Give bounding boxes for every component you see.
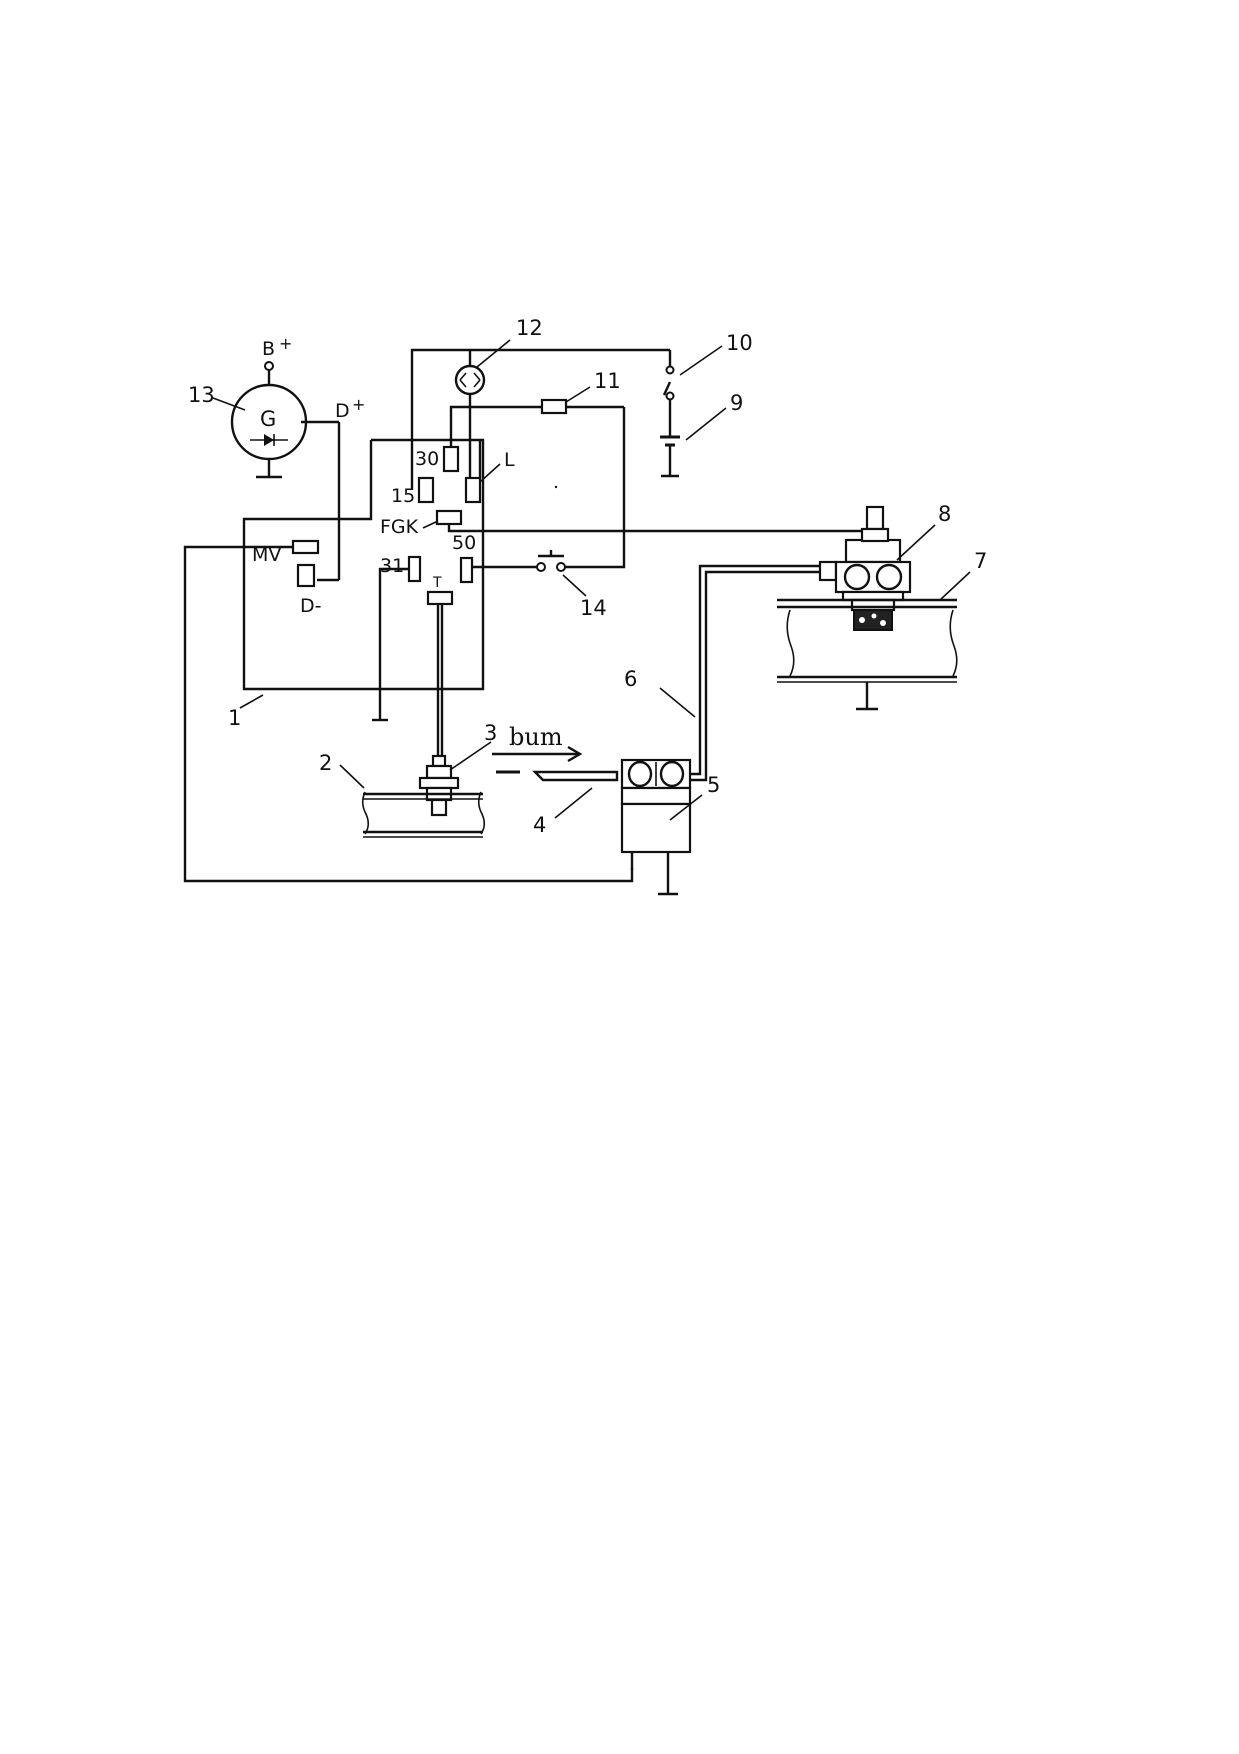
terminal-fgk: [435, 509, 463, 526]
label-6: 6: [624, 667, 637, 691]
exhaust-pipe: [777, 598, 958, 711]
label-15: 15: [391, 485, 415, 507]
leader-6: [659, 687, 696, 718]
label-t: T: [432, 575, 442, 591]
leader-4: [554, 787, 593, 819]
sensor: [418, 754, 460, 817]
terminal-31: [407, 555, 422, 583]
label-fgk: FGK: [380, 516, 419, 538]
label-1: 1: [228, 706, 241, 730]
terminal-50: [459, 556, 474, 584]
terminal-30: [442, 445, 460, 473]
label-30: 30: [415, 448, 439, 470]
label-11: 11: [594, 369, 621, 393]
leader-3: [449, 741, 492, 771]
b-plus-label: B: [262, 338, 275, 360]
control-unit-outline: [242, 438, 485, 691]
svg-text:+: +: [352, 395, 365, 414]
leader-2: [339, 764, 365, 789]
leader-5: [669, 794, 703, 821]
svg-text:+: +: [279, 334, 292, 353]
inlet-tube: [532, 770, 619, 782]
label-d-minus: D-: [300, 595, 322, 617]
terminal-mv: [291, 539, 320, 555]
ignition-switch: [662, 381, 672, 396]
leader-14: [562, 574, 587, 597]
label-50: 50: [452, 532, 476, 554]
leader-7: [939, 571, 971, 601]
leader-9: [685, 407, 727, 441]
injection-valve: [818, 505, 912, 631]
label-10: 10: [726, 331, 753, 355]
leader-11: [565, 386, 591, 403]
label-3: 3: [484, 721, 497, 745]
label-7: 7: [974, 549, 987, 573]
generator-symbol: G: [260, 407, 276, 431]
leader-13: [212, 397, 246, 411]
label-31: 31: [380, 555, 404, 577]
pipe: [361, 791, 486, 838]
d-plus-label: D: [335, 400, 350, 422]
arrow-label: bum: [509, 723, 563, 751]
label-13: 13: [188, 383, 215, 407]
hose: [690, 564, 820, 776]
label-mv: MV: [252, 544, 281, 566]
resistor: [540, 398, 568, 415]
leader-10: [679, 345, 723, 376]
generator: G B + D +: [230, 334, 365, 582]
leader-8: [896, 524, 936, 561]
label-4: 4: [533, 813, 546, 837]
label-2: 2: [319, 751, 332, 775]
terminal-d-minus: [296, 563, 316, 588]
label-9: 9: [730, 391, 743, 415]
leader-1: [239, 694, 264, 709]
label-8: 8: [938, 502, 951, 526]
label-5: 5: [707, 773, 720, 797]
leader-12: [476, 339, 511, 368]
terminal-t: [426, 590, 454, 606]
label-14: 14: [580, 596, 607, 620]
pump: [620, 758, 692, 896]
label-12: 12: [516, 316, 543, 340]
terminal-L: [464, 476, 482, 504]
terminal-15: [417, 476, 435, 504]
label-L: L: [504, 449, 515, 471]
